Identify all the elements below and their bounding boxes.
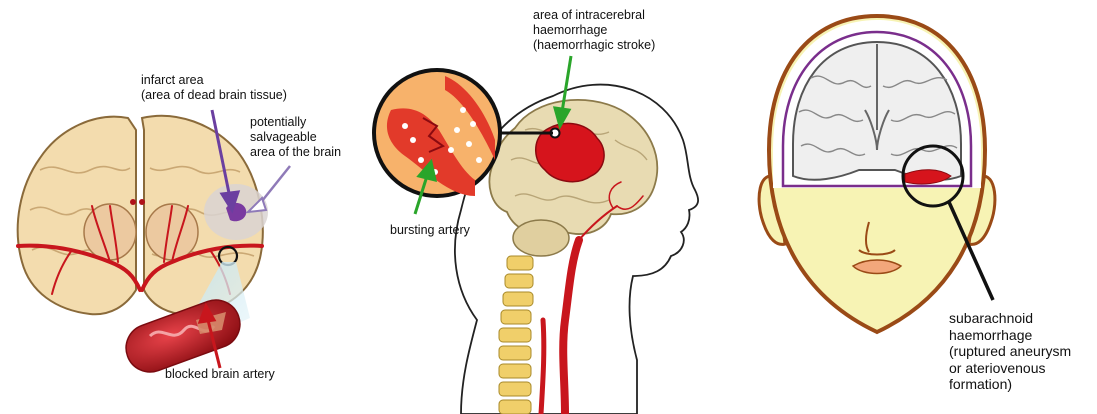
- infarct-label: infarct area (area of dead brain tissue): [141, 73, 287, 103]
- subarachnoid-label: subarachnoid haemorrhage (ruptured aneur…: [949, 310, 1071, 393]
- lips: [853, 260, 901, 274]
- haemorrhagic-stroke-panel: area of intracerebral haemorrhage (haemo…: [365, 0, 735, 414]
- ischaemic-stroke-panel: infarct area (area of dead brain tissue)…: [0, 0, 365, 414]
- coronal-brain-illustration: [0, 0, 365, 414]
- haemorrhage-label: area of intracerebral haemorrhage (haemo…: [533, 8, 655, 53]
- cerebellum: [513, 220, 569, 256]
- blocked-artery-label: blocked brain artery: [165, 367, 275, 382]
- bursting-artery-label: bursting artery: [390, 223, 470, 238]
- head-profile-illustration: [365, 0, 735, 414]
- subarachnoid-panel: subarachnoid haemorrhage (ruptured aneur…: [735, 0, 1097, 414]
- salvageable-label: potentially salvageable area of the brai…: [250, 115, 341, 160]
- magnified-artery-circle: [374, 70, 500, 196]
